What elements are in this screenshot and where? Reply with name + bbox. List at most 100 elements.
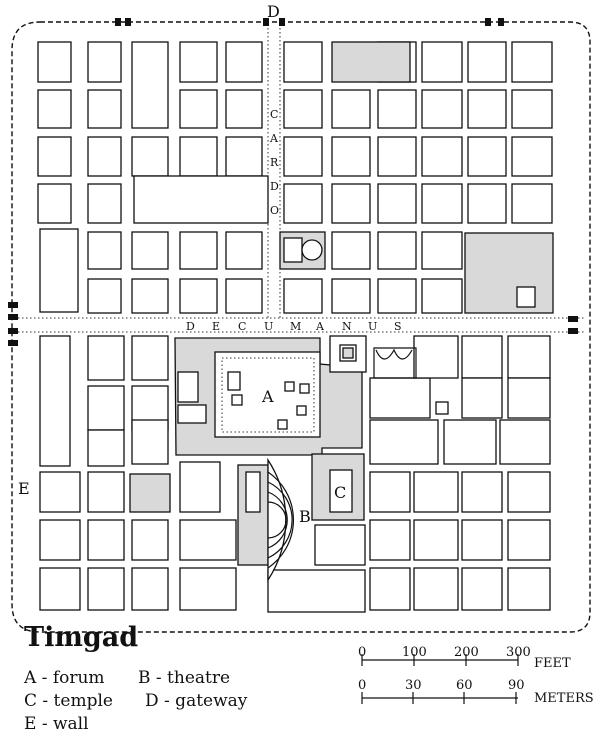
- block: [87, 278, 122, 314]
- block: [511, 183, 553, 224]
- feet-tick-100: 100: [402, 645, 427, 660]
- block: [369, 519, 411, 561]
- legend-gateway: D - gateway: [145, 691, 248, 711]
- block: [377, 136, 417, 177]
- wall-label: E: [18, 479, 30, 498]
- block: [511, 136, 553, 177]
- meter-unit: METERS: [534, 691, 594, 706]
- block: [179, 519, 237, 561]
- cardo-letter: D: [270, 180, 279, 193]
- block: [131, 136, 169, 177]
- block: [421, 183, 463, 224]
- block: [467, 136, 507, 177]
- block: [179, 231, 218, 270]
- legend-wall: E - wall: [24, 714, 89, 734]
- block: [179, 567, 237, 611]
- south-blocks: [39, 335, 551, 613]
- decumanus-letter: D: [186, 320, 195, 333]
- shaded-buildings: [129, 41, 554, 513]
- block: [87, 429, 125, 467]
- city-wall: [11, 21, 591, 633]
- block: [133, 175, 269, 224]
- block: [421, 231, 463, 270]
- block: [377, 278, 417, 314]
- block: [413, 519, 459, 561]
- block: [39, 519, 81, 561]
- block: [179, 278, 218, 314]
- forum-complex: [174, 335, 449, 456]
- block: [87, 519, 125, 561]
- theatre-cavea: [267, 457, 287, 583]
- block: [131, 567, 169, 611]
- block: [461, 335, 503, 379]
- block: [283, 136, 323, 177]
- temple-label: C: [334, 483, 346, 502]
- east-small-building: [516, 286, 536, 308]
- decumanus-letter: S: [394, 320, 402, 333]
- decumanus-letter: M: [290, 320, 301, 333]
- block: [225, 231, 263, 270]
- block: [225, 136, 263, 177]
- decumanus-letter: N: [342, 320, 352, 333]
- block: [87, 567, 125, 611]
- shaded-block-east: [464, 232, 554, 314]
- block: [467, 183, 507, 224]
- block: [131, 335, 169, 381]
- decumanus-letter: A: [315, 320, 325, 333]
- shaded-block-north: [331, 41, 411, 83]
- block: [507, 519, 551, 561]
- block: [225, 41, 263, 83]
- block: [87, 89, 122, 129]
- block: [131, 419, 169, 465]
- block: [461, 519, 503, 561]
- decumanus-letter: C: [238, 320, 246, 333]
- block: [87, 41, 122, 83]
- feet-tick-200: 200: [454, 645, 479, 660]
- block: [421, 41, 463, 83]
- shaded-block-south: [129, 473, 171, 513]
- street-edges: [18, 28, 585, 333]
- block: [331, 89, 371, 129]
- feet-tick-300: 300: [506, 645, 531, 660]
- block: [369, 377, 431, 419]
- block: [39, 471, 81, 513]
- block: [511, 41, 553, 83]
- block: [267, 569, 366, 613]
- block: [461, 471, 503, 513]
- block: [39, 567, 81, 611]
- block: [507, 471, 551, 513]
- block: [369, 419, 439, 465]
- block: [87, 471, 125, 513]
- meter-tick-60: 60: [456, 678, 473, 693]
- block: [37, 41, 72, 83]
- legend-forum: A - forum: [24, 668, 105, 688]
- meter-tick-90: 90: [508, 678, 525, 693]
- block: [283, 41, 323, 83]
- block: [37, 136, 72, 177]
- block: [331, 136, 371, 177]
- block: [225, 89, 263, 129]
- block: [39, 228, 79, 313]
- block: [131, 231, 169, 270]
- map-title: Timgad: [24, 622, 139, 653]
- block: [87, 335, 125, 381]
- block: [421, 278, 463, 314]
- block: [87, 385, 125, 431]
- block: [131, 278, 169, 314]
- meter-tick-30: 30: [405, 678, 422, 693]
- block: [421, 136, 463, 177]
- block: [377, 89, 417, 129]
- block: [461, 567, 503, 611]
- block: [511, 89, 553, 129]
- block: [507, 335, 551, 379]
- feet-tick-0: 0: [358, 645, 366, 660]
- legend-temple: C - temple: [24, 691, 113, 711]
- block: [413, 335, 459, 379]
- block: [87, 231, 122, 270]
- block: [331, 183, 371, 224]
- block: [467, 41, 507, 83]
- scale-bar: 0 100 200 300 FEET 0 30 60 90 METERS: [358, 645, 594, 706]
- block: [499, 419, 551, 465]
- block: [179, 461, 221, 513]
